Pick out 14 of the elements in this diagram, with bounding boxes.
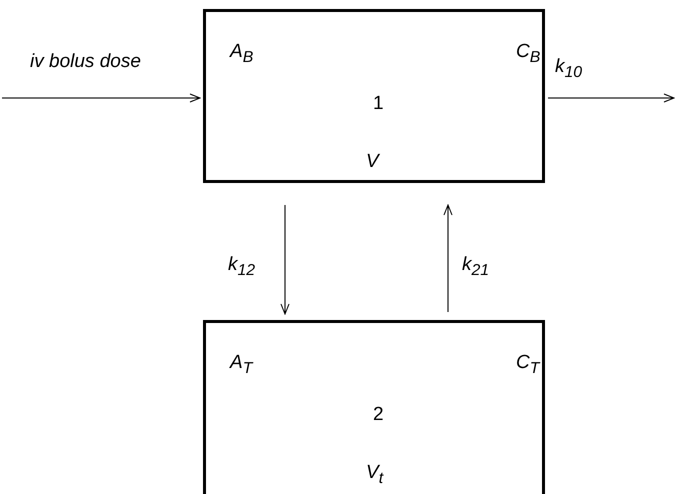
compartment-box xyxy=(203,320,545,494)
compartment-number: 2 xyxy=(373,405,384,424)
compartment-variable: C$_{B}$ xyxy=(516,42,540,66)
arrow xyxy=(2,94,200,102)
arrow xyxy=(444,204,452,312)
compartment-variable: C$_{T}$ xyxy=(516,353,540,377)
arrow xyxy=(280,204,290,314)
compartment-variable: A$_{B}$ xyxy=(230,42,254,66)
compartment-box xyxy=(203,9,545,183)
compartment-variable: V xyxy=(366,152,379,171)
compartment-variable: V$_{t}$ xyxy=(366,463,384,487)
compartment-number: 1 xyxy=(373,94,384,113)
compartment-variable: A$_{T}$ xyxy=(230,353,252,377)
arrow xyxy=(548,94,674,102)
